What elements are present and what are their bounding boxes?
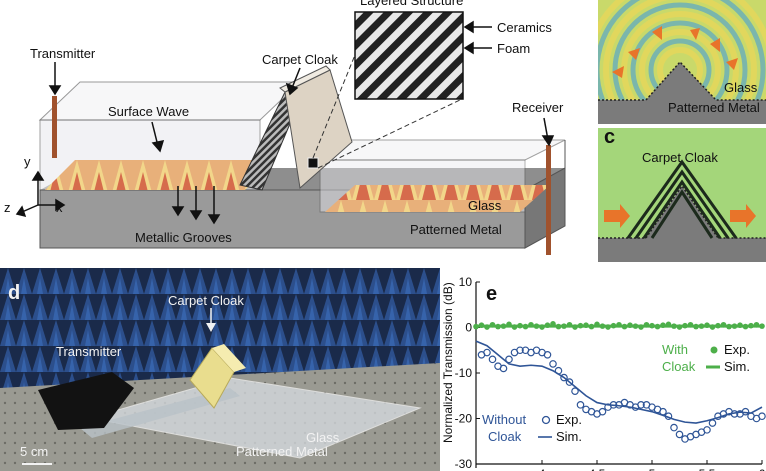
d-glass-label: Glass [306,430,340,445]
data-point [505,355,513,364]
data-point [499,364,508,373]
metallic-grooves-label: Metallic Grooves [135,230,232,245]
d-panel-letter: d [8,282,21,304]
surface-wave-right [325,185,550,212]
layered-structure-label: Layered Structure [360,0,464,8]
legend-sim-label: Sim. [556,429,582,444]
x-tick-label: 4.5 [589,467,606,471]
data-point [598,407,607,416]
data-point [703,426,711,434]
b-patterned-metal-label: Patterned Metal [668,100,760,115]
coordinate-axes [15,170,66,218]
e-panel-letter: e [486,283,497,305]
axis-y-label: y [24,154,31,169]
y-tick-label: -30 [455,457,473,471]
data-point [488,355,497,364]
receiver-rod [546,145,551,255]
panel-b-field-map: Glass Patterned Metal [598,0,766,124]
x-tick-label: 4 [539,467,546,471]
y-tick-label: -20 [455,412,473,426]
data-point [758,412,766,421]
panel-c-drawing [598,128,766,262]
d-carpet-cloak-label: Carpet Cloak [168,293,244,308]
c-wave-arrows [604,204,756,228]
c-patterned-metal [598,186,766,262]
axis-x-label: x [56,200,63,215]
transmission-chart: 10 0 -10 -20 -30 4 4.5 5 5.5 6 Normalized Transmis… [441,275,766,471]
c-panel-letter: c [604,128,616,148]
legend-group-line2: Cloak [488,429,522,444]
patterned-metal-label: Patterned Metal [410,222,502,237]
panel-a-schematic: Transmitter Surface Wave Carpet Cloak La… [0,0,595,262]
b-patterned-metal [598,62,766,124]
legend-group-line1: Without [482,412,526,427]
c-cloak-layers [626,159,738,239]
y-tick-label: 0 [465,321,472,335]
data-point [516,346,524,355]
data-point [670,423,678,432]
data-point [576,401,585,409]
receiver-label: Receiver [512,100,564,115]
ceramics-label: Ceramics [497,20,552,35]
x-tick-label: 6 [759,467,766,471]
d-scale-label: 5 cm [20,444,49,459]
legend-exp-label: Exp. [724,342,750,357]
carpet-cloak-label: Carpet Cloak [262,52,338,67]
d-transmitter-label: Transmitter [56,344,122,359]
legend-exp-label: Exp. [556,412,582,427]
data-point [571,387,579,396]
d-patterned-metal-label: Patterned Metal [236,444,328,459]
panel-d-drawing [0,268,440,471]
legend-exp-marker [710,346,718,354]
y-tick-label: 10 [459,275,473,289]
x-tick-label: 5.5 [699,467,716,471]
panel-c-cloak-field: c Carpet Cloak [598,128,766,262]
glass-slabs [89,377,422,459]
surface-wave-left [45,160,275,190]
b-glass-label: Glass [724,80,758,95]
surface-wave-label: Surface Wave [108,104,190,119]
axis-z-label: z [4,200,11,215]
transmitter-label: Transmitter [30,46,96,61]
b-scatter-arrows [612,26,738,78]
x-tick-label: 5 [649,467,656,471]
d-cloak-arrow [206,308,216,332]
glass-label: Glass [468,198,502,213]
series-line [475,340,763,424]
data-point [560,373,568,382]
legend-group-line2: Cloak [662,359,696,374]
panel-d-photo: d Carpet Cloak Transmitter Glass Pattern… [0,268,440,471]
data-point [543,351,552,359]
foam-label: Foam [497,41,531,56]
legend-sim-label: Sim. [724,359,750,374]
panel-b-drawing [598,0,766,124]
layered-structure-inset [354,11,464,100]
panel-e-chart: 10 0 -10 -20 -30 4 4.5 5 5.5 6 Normalized Transmis… [440,268,766,471]
c-carpet-cloak-label: Carpet Cloak [642,150,718,165]
data-point [565,378,574,386]
transmitter-block [38,372,134,430]
cloak-detail-marker [307,157,319,169]
y-axis-label: Normalized Transmission (dB) [441,282,455,443]
data-point [708,419,717,427]
y-tick-label: -10 [455,366,473,380]
data-point [483,348,491,357]
data-point [637,401,645,409]
transmitter-rod [52,96,57,158]
legend-exp-marker [541,415,551,425]
legend-group-line1: With [662,342,688,357]
panel-a-drawing [15,11,566,255]
data-point [675,430,684,439]
data-point [549,360,557,368]
